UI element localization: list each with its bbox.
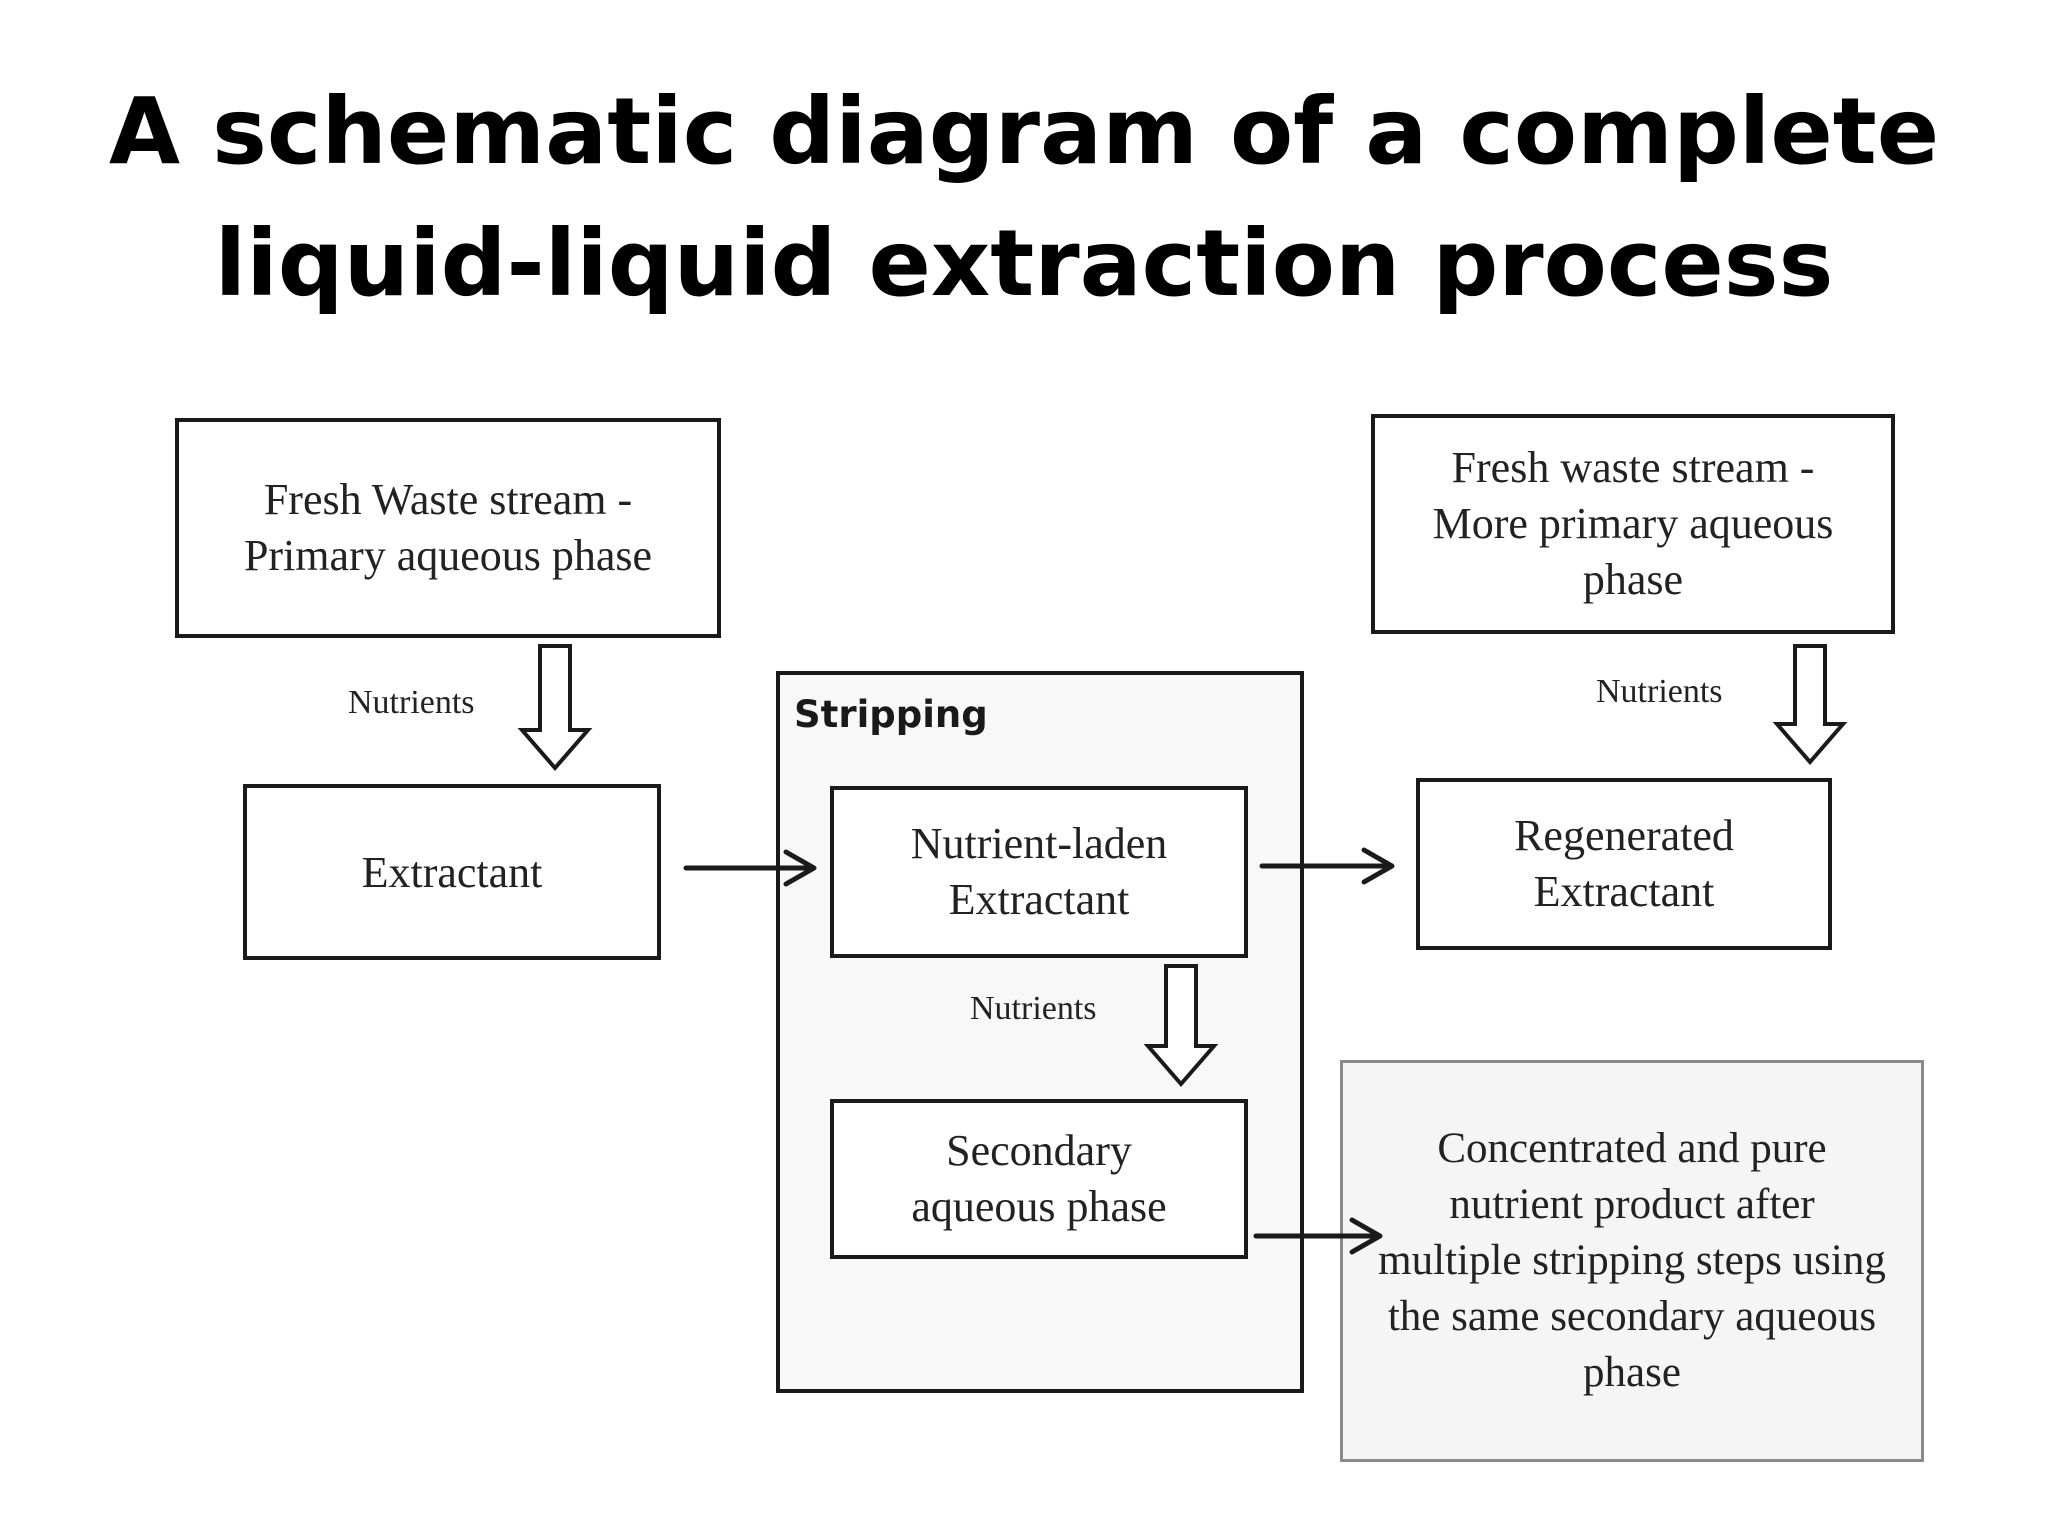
fresh-waste-primary-box: Fresh Waste stream - Primary aqueous pha…	[175, 418, 721, 638]
page-title: A schematic diagram of a complete liquid…	[0, 66, 2048, 330]
extractant-box: Extractant	[243, 784, 661, 960]
nutrients-arrow-center	[1143, 964, 1219, 1088]
secondary-aqueous-phase-box: Secondary aqueous phase	[830, 1099, 1248, 1259]
nutrients-arrow-left	[517, 644, 593, 772]
arrow-extractant-to-laden-head	[783, 849, 817, 887]
arrow-laden-to-regenerated-head	[1361, 847, 1395, 885]
nutrients-label-left: Nutrients	[348, 684, 475, 721]
nutrients-arrow-right	[1772, 644, 1848, 766]
title-line-1: A schematic diagram of a complete	[108, 78, 1940, 185]
fresh-waste-primary-text: Fresh Waste stream - Primary aqueous pha…	[243, 475, 653, 580]
nutrient-laden-extractant-box: Nutrient-laden Extractant	[830, 786, 1248, 958]
concentrated-product-box: Concentrated and pure nutrient product a…	[1340, 1060, 1924, 1462]
stripping-label: Stripping	[794, 693, 988, 736]
arrow-secondary-to-product-head	[1349, 1217, 1383, 1255]
regenerated-extractant-text: Regenerated Extractant	[1514, 811, 1734, 916]
fresh-waste-more-text: Fresh waste stream - More primary aqueou…	[1432, 443, 1834, 604]
regenerated-extractant-box: Regenerated Extractant	[1416, 778, 1832, 950]
nutrients-label-right: Nutrients	[1596, 673, 1723, 710]
title-line-2: liquid-liquid extraction process	[214, 210, 1834, 317]
concentrated-product-text: Concentrated and pure nutrient product a…	[1378, 1125, 1886, 1396]
nutrient-laden-extractant-text: Nutrient-laden Extractant	[910, 819, 1168, 924]
extractant-text: Extractant	[361, 847, 543, 897]
fresh-waste-more-box: Fresh waste stream - More primary aqueou…	[1371, 414, 1895, 634]
secondary-aqueous-phase-text: Secondary aqueous phase	[911, 1126, 1167, 1231]
nutrients-label-center: Nutrients	[970, 990, 1097, 1027]
